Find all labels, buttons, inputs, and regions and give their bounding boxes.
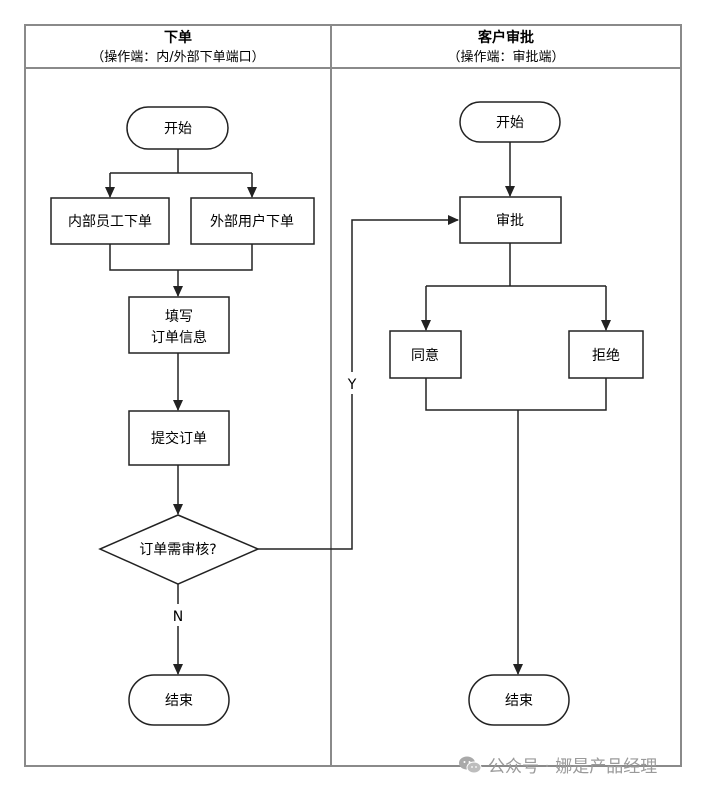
fill-order-label-line2: 订单信息 [151, 329, 207, 346]
start-node-approval: 开始 [459, 101, 561, 143]
internal-order-node: 内部员工下单 [50, 197, 170, 245]
edge-approve-to-split [425, 243, 607, 330]
start-node-order: 开始 [126, 106, 229, 150]
external-order-label: 外部用户下单 [210, 213, 294, 230]
watermark-text: 公众号 · 娜是产品经理 [488, 757, 658, 777]
swimlane-frame [24, 24, 682, 767]
no-label: N [173, 609, 183, 625]
watermark: 公众号 · 娜是产品经理 [458, 752, 657, 777]
submit-order-node: 提交订单 [128, 410, 230, 466]
edge-merge-to-end [425, 378, 607, 674]
approve-label: 审批 [496, 213, 524, 229]
end-node-approval-label: 结束 [505, 693, 533, 709]
wechat-icon [459, 756, 482, 773]
yes-label-bg [344, 372, 360, 394]
no-label-bg [170, 604, 186, 626]
start-node-approval-label: 开始 [496, 115, 524, 131]
edge-start-to-split [109, 149, 253, 197]
review-decision-node: 订单需审核? [98, 514, 260, 585]
lane-subtitle-approval: （操作端：审批端） [447, 49, 564, 65]
arrowheads [105, 186, 611, 675]
submit-order-label: 提交订单 [151, 430, 207, 447]
lane-title-approval: 客户审批 [477, 29, 534, 46]
end-node-approval: 结束 [468, 674, 570, 726]
internal-order-label: 内部员工下单 [68, 214, 152, 230]
external-order-node: 外部用户下单 [190, 197, 315, 245]
lane-title-order: 下单 [164, 29, 192, 46]
reject-label: 拒绝 [592, 348, 620, 364]
reject-node: 拒绝 [568, 330, 644, 379]
end-node-order: 结束 [128, 674, 230, 726]
yes-label: Y [347, 377, 357, 393]
start-node-order-label: 开始 [164, 121, 192, 137]
end-node-order-label: 结束 [165, 693, 193, 709]
agree-label: 同意 [411, 347, 439, 364]
agree-node: 同意 [389, 330, 462, 379]
approve-node: 审批 [459, 196, 562, 244]
review-decision-label: 订单需审核? [139, 542, 216, 558]
fill-order-label-line1: 填写 [165, 309, 193, 325]
lane-subtitle-order: （操作端：内/外部下单端口） [91, 49, 264, 65]
fill-order-node: 填写 订单信息 [128, 296, 230, 354]
